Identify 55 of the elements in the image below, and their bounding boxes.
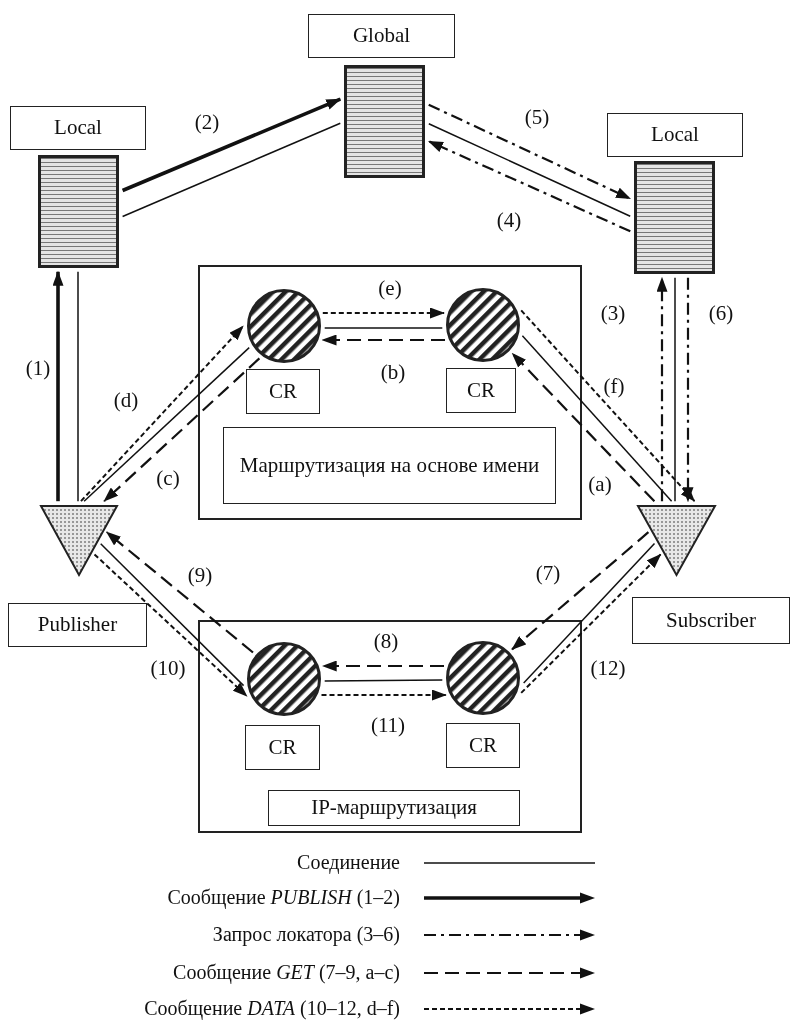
router-label: CR	[446, 368, 516, 413]
server-block	[634, 161, 715, 274]
server-label: Local	[607, 113, 743, 157]
arrow	[121, 97, 342, 193]
caption-box: Маршрутизация на основе имени	[223, 427, 556, 504]
connection-line	[83, 346, 250, 502]
router-circle	[247, 289, 321, 363]
server-label: Local	[10, 106, 146, 150]
arrow	[682, 277, 694, 503]
router-label: CR	[446, 723, 520, 768]
legend-label: Соединение	[297, 851, 400, 874]
arrow	[320, 689, 447, 701]
connection-line	[522, 542, 656, 684]
arrow	[80, 325, 244, 503]
connection-line	[99, 542, 245, 687]
connection-line	[674, 277, 676, 503]
router-circle	[446, 288, 520, 362]
arrow	[511, 352, 656, 503]
connection-line	[121, 122, 342, 218]
router-label: CR	[245, 725, 320, 770]
router-label: CR	[246, 369, 320, 414]
routing-panel	[198, 265, 582, 520]
legend-label: Сообщение PUBLISH (1–2)	[167, 886, 400, 909]
arrow	[428, 103, 631, 200]
legend-label: Запрос локатора (3–6)	[212, 923, 400, 946]
connection-line	[428, 122, 631, 218]
subscriber-triangle	[637, 505, 716, 576]
arrow	[428, 140, 631, 233]
legend-label: Сообщение GET (7–9, a–c)	[173, 961, 400, 984]
caption-box: IP-маршрутизация	[268, 790, 520, 826]
arrow	[321, 660, 444, 672]
publisher-triangle	[40, 505, 118, 576]
server-block	[344, 65, 425, 178]
connection-line	[323, 679, 444, 682]
arrow	[52, 270, 64, 502]
node-label: Subscriber	[632, 597, 790, 644]
legend-label: Сообщение DATA (10–12, d–f)	[144, 997, 400, 1020]
connection-line	[521, 335, 673, 502]
arrow	[520, 553, 662, 694]
router-circle	[446, 641, 520, 715]
arrow	[321, 307, 445, 319]
arrow	[520, 309, 696, 503]
arrow	[321, 334, 445, 346]
arrow	[105, 531, 254, 654]
connection-line	[77, 271, 79, 502]
server-block	[38, 155, 119, 268]
node-label: Publisher	[8, 603, 147, 647]
router-circle	[247, 642, 321, 716]
arrow	[93, 553, 248, 698]
connection-line	[323, 327, 444, 329]
routing-panel	[198, 620, 582, 833]
arrow	[103, 357, 261, 502]
server-label: Global	[308, 14, 455, 58]
arrow	[511, 531, 650, 651]
arrow	[656, 276, 668, 502]
